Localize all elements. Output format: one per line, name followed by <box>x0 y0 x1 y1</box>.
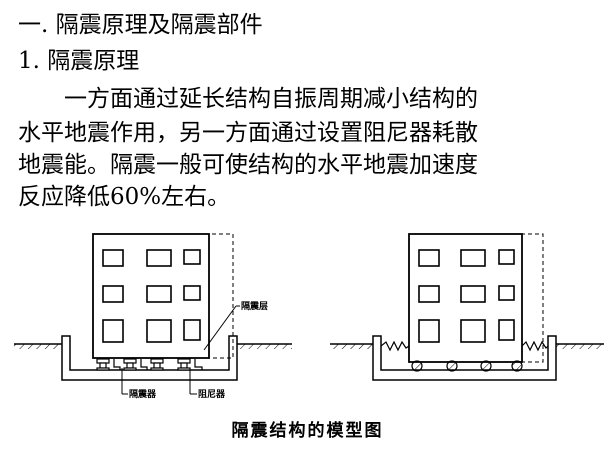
right-springs <box>380 340 549 352</box>
left-dampers <box>113 359 203 370</box>
window <box>183 249 201 265</box>
label-isolator: 隔震器 <box>129 388 157 400</box>
right-foundation-pit <box>372 335 557 381</box>
label-damper: 阻尼器 <box>198 389 226 400</box>
left-ground <box>14 343 292 349</box>
window <box>146 249 172 267</box>
figure-caption: 隔震结构的模型图 <box>231 421 384 441</box>
isolation-model-diagram: 隔震层 隔震器 阻尼器 <box>14 233 604 400</box>
window <box>102 249 124 267</box>
subsection-heading: 1. 隔震原理 <box>18 48 140 74</box>
window <box>460 249 486 267</box>
window <box>418 285 440 303</box>
right-displaced-outline <box>408 233 544 363</box>
window <box>498 319 515 341</box>
window <box>460 319 486 343</box>
left-foundation-pit <box>61 335 238 381</box>
window <box>418 249 440 267</box>
left-isolators <box>96 358 191 371</box>
right-model <box>330 233 604 381</box>
window <box>460 285 486 303</box>
window <box>418 319 440 343</box>
label-isolation-layer: 隔震层 <box>241 300 268 312</box>
left-displaced-outline <box>92 233 234 359</box>
window <box>146 319 172 343</box>
window <box>146 285 172 303</box>
window <box>498 285 515 301</box>
right-roller-bearings <box>411 360 523 372</box>
window <box>183 285 201 301</box>
paragraph-line-4: 反应降低60%左右。 <box>18 184 231 210</box>
window <box>498 249 515 265</box>
window <box>183 319 201 341</box>
right-ground <box>330 343 604 349</box>
paragraph-line-3: 地震能。隔震一般可使结构的水平地震加速度 <box>18 152 478 178</box>
section-heading: 一. 隔震原理及隔震部件 <box>18 12 263 38</box>
paragraph-line-2: 水平地震作用，另一方面通过设置阻尼器耗散 <box>18 120 478 146</box>
left-model: 隔震层 隔震器 阻尼器 <box>14 233 292 400</box>
paragraph-line-1: 一方面通过延长结构自振周期减小结构的 <box>18 86 478 112</box>
window <box>102 285 124 303</box>
window <box>102 319 124 343</box>
